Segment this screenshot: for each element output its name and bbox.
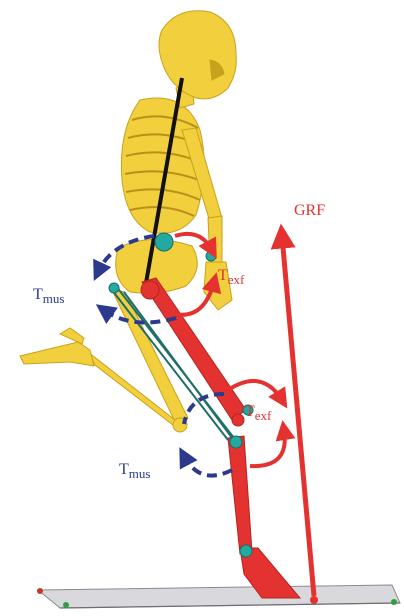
- tmus-main: T: [119, 461, 129, 478]
- wrist-joint: [206, 251, 216, 261]
- tmus-main: T: [33, 286, 43, 303]
- ground-marker: [310, 596, 318, 604]
- texf-main: T: [218, 267, 228, 284]
- ground-plate: [37, 585, 400, 608]
- ground-marker: [63, 602, 69, 608]
- tmus-sub: mus: [43, 291, 65, 306]
- ground-marker: [391, 599, 397, 605]
- knee-joint: [230, 436, 242, 448]
- stance-leg: [141, 278, 300, 598]
- texf-arrow-lower-2: [250, 430, 285, 466]
- ankle-joint: [240, 545, 252, 557]
- texf-label-upper: Texf: [218, 268, 244, 284]
- grf-label: GRF: [294, 203, 325, 219]
- skull: [159, 11, 236, 99]
- muscle-origin: [109, 283, 119, 293]
- tmus-arrow-lower-2: [184, 456, 232, 476]
- tmus-label-upper: Tmus: [33, 287, 64, 303]
- texf-label-lower: Texf: [245, 404, 271, 420]
- texf-sub: exf: [255, 408, 272, 423]
- hip-joint: [155, 233, 173, 251]
- texf-main: T: [245, 403, 255, 420]
- tmus-sub: mus: [129, 466, 151, 481]
- texf-sub: exf: [228, 272, 245, 287]
- ground-marker: [37, 588, 43, 594]
- grf-arrow: [282, 236, 314, 596]
- tmus-label-lower: Tmus: [119, 462, 150, 478]
